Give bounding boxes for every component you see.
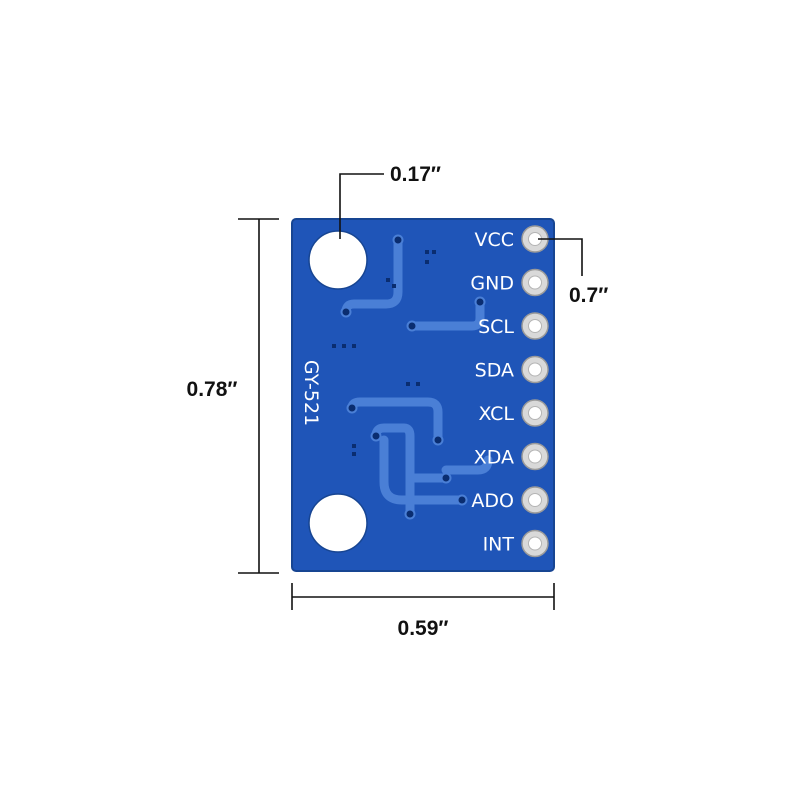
smd-pad [406, 382, 410, 386]
leader-line [339, 173, 384, 239]
pin-hole-int [528, 536, 542, 551]
via [432, 434, 444, 446]
smd-pad [352, 444, 356, 448]
dimension-hole-diameter: 0.17″ [339, 163, 441, 239]
pin-label-ado: ADO [471, 490, 514, 512]
smd-pad [342, 344, 346, 348]
pcb-vias [340, 234, 486, 520]
smd-pad [425, 250, 429, 254]
pin-label-scl: SCL [478, 316, 514, 338]
pin-label-int: INT [483, 534, 515, 556]
pin-hole-sda [528, 362, 542, 377]
mounting-hole-top [308, 230, 368, 290]
dimension-width: 0.59″ [291, 583, 555, 640]
smd-pad [425, 260, 429, 264]
trace [379, 435, 467, 505]
pin-hole-ado [528, 493, 542, 507]
via [456, 494, 468, 506]
dimension-pin-pitch-label: 0.7″ [569, 284, 608, 307]
smd-pad [352, 344, 356, 348]
smd-pad [432, 250, 436, 254]
pin-hole-scl [528, 319, 542, 333]
via [346, 402, 358, 414]
pin-label-gnd: GND [470, 273, 514, 295]
smd-pad [386, 278, 390, 282]
leader-line [538, 238, 583, 276]
dimension-width-label: 0.59″ [398, 617, 449, 640]
dimension-pin-pitch: 0.7″ [538, 238, 608, 307]
pin-label-sda: SDA [475, 360, 514, 382]
pin-hole-xcl [528, 406, 542, 420]
smd-pads [332, 250, 436, 456]
pin-hole-gnd [528, 275, 542, 290]
pin-label-vcc: VCC [474, 229, 514, 251]
trace [441, 455, 493, 475]
smd-pad [332, 344, 336, 348]
smd-pad [392, 284, 396, 288]
pin-header: VCC GND SCL SDA XCL XDA ADO INT [470, 225, 549, 558]
board-name-label: GY-521 [300, 360, 322, 426]
via [370, 430, 382, 442]
pin-label-xda: XDA [474, 447, 514, 469]
via [474, 296, 486, 308]
via [440, 472, 452, 484]
dimension-height: 0.78″ [187, 218, 279, 574]
trace [407, 297, 485, 331]
via [404, 508, 416, 520]
via [406, 320, 418, 332]
dimension-height-label: 0.78″ [187, 378, 238, 401]
mounting-hole-bottom [308, 493, 368, 553]
dimension-hole-diameter-label: 0.17″ [390, 163, 441, 186]
smd-pad [352, 452, 356, 456]
via [340, 306, 352, 318]
smd-pad [416, 382, 420, 386]
pcb-board: GY-521 VCC GND SCL SDA XCL XDA ADO INT [291, 218, 555, 572]
via [392, 234, 404, 246]
pin-hole-xda [528, 449, 542, 464]
pin-label-xcl: XCL [479, 403, 515, 425]
